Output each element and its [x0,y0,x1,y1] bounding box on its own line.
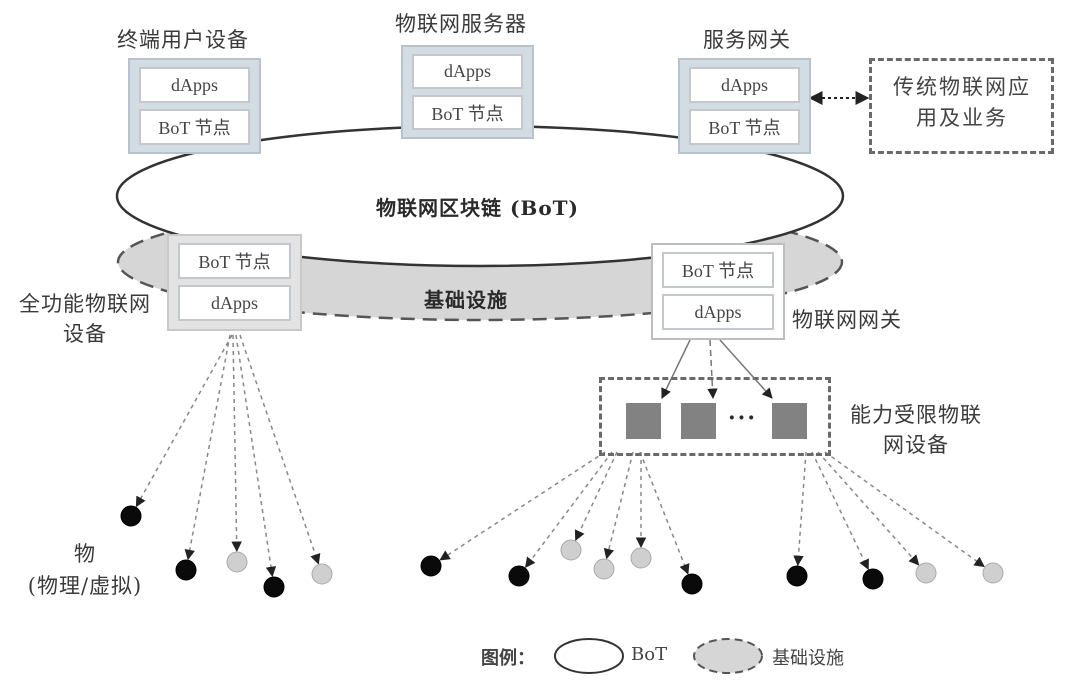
thing-link [184,334,231,561]
thing-link [524,451,613,569]
service-gateway-title: 服务网关 [703,28,791,52]
thing-link [793,451,807,567]
end-user-device-title: 终端用户设备 [117,28,249,52]
traditional-iot-apps-label: 传统物联网应 用及业务 [872,72,1052,134]
bot-chain-label: 物联网区块链 (BoT) [376,196,580,220]
physical-thing [862,568,884,590]
dapps-cell: dApps [178,285,291,321]
iot-server-node[interactable]: dApps BoT 节点 [401,45,534,139]
infrastructure-label: 基础设施 [424,288,508,312]
things-label: 物 (物理/虚拟) [20,538,150,602]
constrained-devices-label: 能力受限物联 网设备 [850,400,982,460]
ellipsis-label: ··· [728,405,757,431]
dapps-cell: dApps [412,54,523,89]
thing-link [239,334,321,565]
physical-thing [120,505,142,527]
iot-server-title: 物联网服务器 [395,12,527,36]
legend-infra-ellipse [693,638,763,674]
bot-node-cell: BoT 节点 [412,95,523,130]
thing-link [574,451,618,541]
legend-bot-ellipse [554,638,624,674]
gateway-link [661,339,691,399]
traditional-line1: 传统物联网应 [893,75,1031,99]
full-device-title-line1: 全功能物联网 [19,292,151,316]
gateway-link [719,339,773,399]
service-gateway-node[interactable]: dApps BoT 节点 [678,58,811,154]
virtual-thing [226,551,248,573]
physical-thing [508,565,530,587]
dapps-cell: dApps [689,67,800,103]
thing-link [639,451,690,575]
constrained-device-1 [626,403,661,439]
traditional-line2: 用及业务 [916,106,1008,130]
physical-thing [263,576,285,598]
bot-node-cell: BoT 节点 [178,243,291,279]
virtual-thing [630,547,652,569]
thing-link [811,451,869,571]
end-user-device-node[interactable]: dApps BoT 节点 [128,58,261,154]
virtual-thing [311,563,333,585]
virtual-thing [593,558,615,580]
thing-link [231,334,242,553]
virtual-thing [560,539,582,561]
physical-thing [786,565,808,587]
virtual-thing [915,562,937,584]
bot-node-cell: BoT 节点 [689,109,800,145]
legend-bot-label: BoT [631,644,668,665]
physical-thing [420,555,442,577]
dapps-cell: dApps [662,294,774,330]
iot-gateway-node[interactable]: BoT 节点 dApps [651,243,785,340]
physical-thing [175,559,197,581]
full-function-device-node[interactable]: BoT 节点 dApps [167,234,302,331]
traditional-iot-apps-box[interactable] [869,58,1054,154]
gateway-links [661,339,773,400]
things-line2: (物理/虚拟) [27,574,143,598]
thing-link [603,451,634,560]
legend-infra-label: 基础设施 [772,648,844,669]
constrained-device-3 [772,403,807,439]
constrained-device-2 [681,403,716,439]
thing-link [439,451,606,561]
thing-link [824,451,985,568]
constrained-line2: 网设备 [883,433,949,457]
bot-node-cell: BoT 节点 [139,109,250,145]
physical-thing [681,573,703,595]
constrained-line1: 能力受限物联 [850,403,982,427]
legend-title: 图例： [481,648,535,669]
dapps-cell: dApps [139,67,250,103]
full-device-title-line2: 设备 [63,322,107,346]
things-line1: 物 [74,542,96,566]
full-function-device-title: 全功能物联网 设备 [10,289,160,349]
thing-link [235,334,277,578]
bot-node-cell: BoT 节点 [662,252,774,288]
virtual-thing [982,562,1004,584]
iot-gateway-title: 物联网网关 [792,308,902,332]
thing-link [817,451,920,566]
constrained-devices-box [599,377,831,456]
thing-link [135,334,233,508]
